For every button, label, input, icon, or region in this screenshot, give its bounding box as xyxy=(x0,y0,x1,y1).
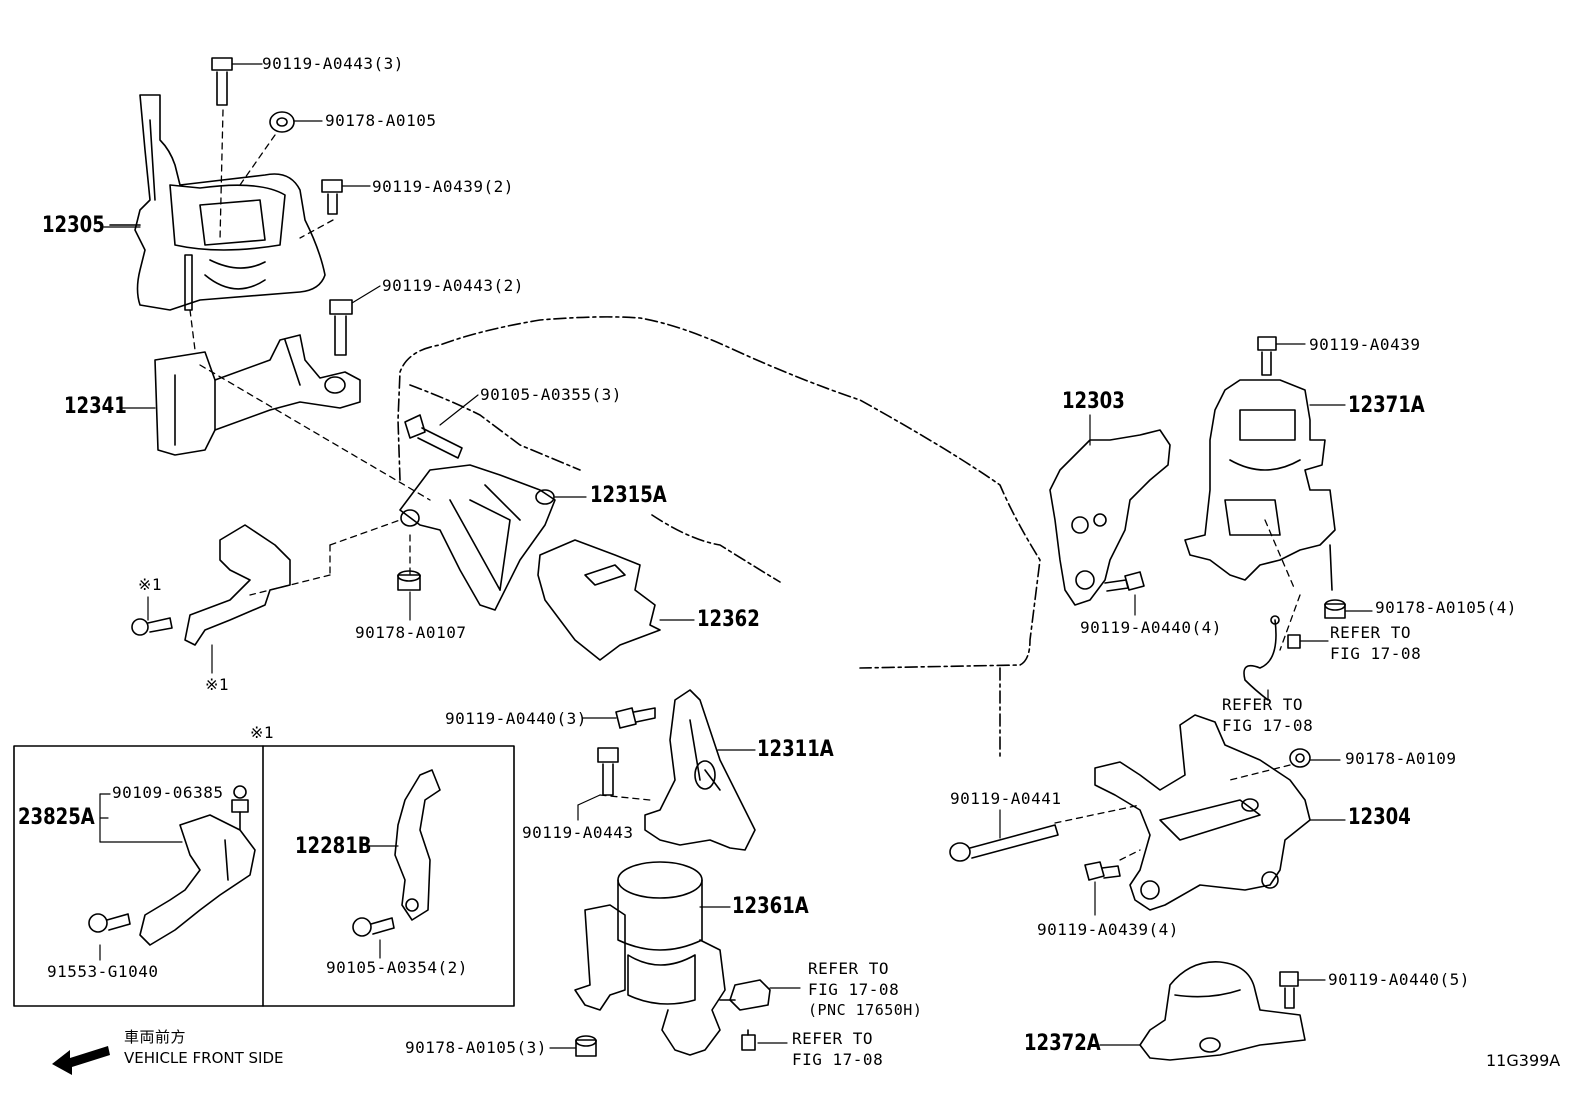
label-90119-A0443-2: 90119-A0443(2) xyxy=(382,276,524,295)
engine-outline-lower xyxy=(651,514,781,583)
label-12304: 12304 xyxy=(1348,805,1411,830)
label-90119-A0439-4: 90119-A0439(4) xyxy=(1037,920,1179,939)
bolt-90119-A0440-3 xyxy=(615,707,656,729)
label-12311A: 12311A xyxy=(757,737,834,762)
label-91553-G1040: 91553-G1040 xyxy=(47,962,159,981)
label-90119-A0443: 90119-A0443 xyxy=(522,823,634,842)
leader-lines xyxy=(99,63,1373,1049)
nut-90178-A0107 xyxy=(397,570,421,591)
label-90178-A0105: 90178-A0105 xyxy=(325,111,437,130)
label-12303: 12303 xyxy=(1062,389,1125,414)
bolt-90119-A0439-2 xyxy=(321,179,343,215)
engine-outline-inner xyxy=(409,384,581,471)
part-12311A-bracket xyxy=(644,689,756,851)
label-90119-A0439-2: 90119-A0439(2) xyxy=(372,177,514,196)
label-12362: 12362 xyxy=(697,607,760,632)
bolt-90119-A0440-4 xyxy=(1104,571,1145,592)
part-12305-mount xyxy=(109,94,326,311)
bolt-90105-A0355-3 xyxy=(404,414,463,459)
part-12304-bracket xyxy=(1094,714,1311,911)
label-23825A: 23825A xyxy=(18,805,95,830)
bolt-x1-small xyxy=(131,617,173,636)
part-12372A-mount xyxy=(1139,961,1306,1061)
label-90105-A0354-2: 90105-A0354(2) xyxy=(326,958,468,977)
label-90109-06385: 90109-06385 xyxy=(112,783,224,802)
label-90119-A0439: 90119-A0439 xyxy=(1309,335,1421,354)
part-12315A-bracket xyxy=(399,464,556,611)
part-12341-bracket xyxy=(154,334,361,456)
vehicle-front-arrow-icon xyxy=(52,1046,110,1075)
label-90119-A0440-4: 90119-A0440(4) xyxy=(1080,618,1222,637)
label-90119-A0443-3: 90119-A0443(3) xyxy=(262,54,404,73)
direction-label-jp: 車両前方 xyxy=(124,1028,187,1046)
label-90119-A0440-5: 90119-A0440(5) xyxy=(1328,970,1470,989)
direction-label-en: VEHICLE FRONT SIDE xyxy=(124,1049,284,1067)
part-12371A-mount xyxy=(1184,379,1336,591)
mark-x1-box: ※1 xyxy=(250,723,275,742)
hose-refer xyxy=(1243,615,1280,701)
bolt-90109-06385 xyxy=(231,785,249,831)
bolt-90105-A0354-2 xyxy=(352,917,395,937)
label-12281B: 12281B xyxy=(295,834,372,859)
mark-x1-bracket: ※1 xyxy=(205,675,230,694)
nut-90178-A0109 xyxy=(1289,748,1311,768)
figure-code: 11G399A xyxy=(1486,1051,1561,1070)
part-x1-bracket xyxy=(184,524,291,646)
label-90178-A0109: 90178-A0109 xyxy=(1345,749,1457,768)
label-90119-A0441: 90119-A0441 xyxy=(950,789,1062,808)
clip-refer-right xyxy=(1287,634,1301,649)
label-12371A: 12371A xyxy=(1348,393,1425,418)
sensor-refer-pnc-17650h xyxy=(719,979,771,1011)
label-12341: 12341 xyxy=(64,394,127,419)
label-90119-A0440-3: 90119-A0440(3) xyxy=(445,709,587,728)
bolt-90119-A0441 xyxy=(949,824,1059,862)
nut-90178-A0105-3 xyxy=(575,1035,597,1057)
refer-to-fig-pnc: REFER TO FIG 17-08 (PNC 17650H) xyxy=(808,959,923,1019)
label-12361A: 12361A xyxy=(732,894,809,919)
label-12315A: 12315A xyxy=(590,483,667,508)
nut-90178-A0105 xyxy=(269,111,295,133)
nut-90178-A0105-4 xyxy=(1324,599,1346,619)
bolt-90119-A0443-top xyxy=(211,57,233,106)
clip-refer-bottom xyxy=(741,1029,756,1051)
label-90178-A0105-4: 90178-A0105(4) xyxy=(1375,598,1517,617)
label-12305: 12305 xyxy=(42,213,105,238)
bolt-90119-A0439-4 xyxy=(1084,861,1121,881)
refer-to-fig-bottom: REFER TO FIG 17-08 xyxy=(792,1029,884,1069)
part-12303-bracket xyxy=(1049,429,1171,606)
bolt-90119-A0443-mid xyxy=(597,747,619,796)
bolt-91553-G1040 xyxy=(88,913,131,933)
x1-detail-box xyxy=(13,745,515,1007)
bolt-90119-A0439-right xyxy=(1257,336,1277,376)
part-23825A-bracket xyxy=(139,814,256,946)
part-12281B-bracket xyxy=(394,769,441,921)
label-12372A: 12372A xyxy=(1024,1031,1101,1056)
part-12362-cover xyxy=(537,539,661,661)
mark-x1-bolt: ※1 xyxy=(138,575,163,594)
label-90105-A0355-3: 90105-A0355(3) xyxy=(480,385,622,404)
bolt-90119-A0440-5 xyxy=(1279,971,1299,1009)
label-90178-A0107: 90178-A0107 xyxy=(355,623,467,642)
refer-to-fig-hose: REFER TO FIG 17-08 xyxy=(1222,695,1314,735)
bolt-90119-A0443-2 xyxy=(329,299,353,356)
refer-to-fig-right: REFER TO FIG 17-08 xyxy=(1330,623,1422,663)
engine-outline xyxy=(397,316,1041,669)
part-12361A-mount xyxy=(574,861,726,1056)
label-90178-A0105-3: 90178-A0105(3) xyxy=(405,1038,547,1057)
